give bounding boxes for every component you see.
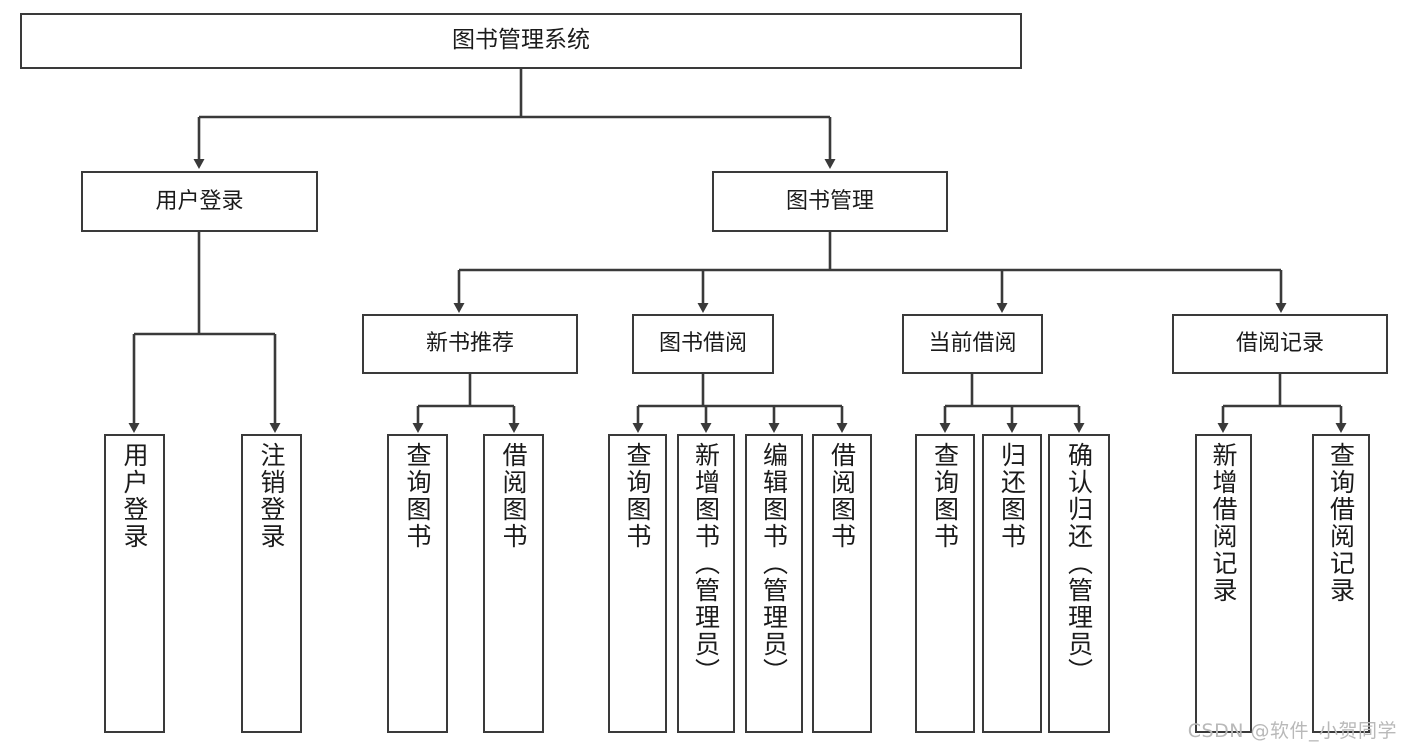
node-leaf-confirm-return-admin[interactable]: 确认归还（管理员） [1048,434,1110,733]
node-leaf-query-book-1[interactable]: 查询图书 [387,434,448,733]
node-root-book-management-system[interactable]: 图书管理系统 [20,13,1022,69]
node-leaf-add-borrow-record[interactable]: 新增借阅记录 [1195,434,1252,733]
node-label: 图书管理 [785,188,874,214]
node-label: 用户登录 [155,188,244,214]
node-label: 新增借阅记录 [1209,442,1238,604]
node-label: 借阅记录 [1235,331,1324,357]
node-label: 注销登录 [257,442,286,550]
node-leaf-query-book-3[interactable]: 查询图书 [915,434,975,733]
node-leaf-add-book-admin[interactable]: 新增图书（管理员） [677,434,735,733]
node-label: 图书管理系统 [452,27,590,54]
node-leaf-logout[interactable]: 注销登录 [241,434,302,733]
node-book-management[interactable]: 图书管理 [712,171,948,232]
node-new-book-recommendation[interactable]: 新书推荐 [362,314,578,374]
node-leaf-user-login[interactable]: 用户登录 [104,434,165,733]
node-leaf-borrow-book-1[interactable]: 借阅图书 [483,434,544,733]
node-current-borrowing[interactable]: 当前借阅 [902,314,1043,374]
node-label: 确认归还（管理员） [1064,442,1094,685]
node-label: 查询图书 [930,442,960,550]
node-label: 新书推荐 [425,331,514,357]
node-label: 借阅图书 [499,442,528,550]
node-label: 新增图书（管理员） [691,442,721,685]
node-label: 图书借阅 [658,331,747,357]
node-label: 用户登录 [120,442,149,550]
node-leaf-query-borrow-record[interactable]: 查询借阅记录 [1312,434,1370,733]
node-leaf-return-book[interactable]: 归还图书 [982,434,1042,733]
node-leaf-borrow-book-2[interactable]: 借阅图书 [812,434,872,733]
node-label: 查询图书 [403,442,432,550]
csdn-watermark: CSDN @软件_小贺同学 [1187,720,1397,742]
node-label: 查询图书 [623,442,652,550]
node-book-borrowing[interactable]: 图书借阅 [632,314,774,374]
node-leaf-edit-book-admin[interactable]: 编辑图书（管理员） [745,434,803,733]
node-label: 查询借阅记录 [1326,442,1356,604]
node-label: 归还图书 [997,442,1027,550]
node-borrowing-records[interactable]: 借阅记录 [1172,314,1388,374]
node-user-login[interactable]: 用户登录 [81,171,318,232]
node-leaf-query-book-2[interactable]: 查询图书 [608,434,667,733]
node-label: 借阅图书 [827,442,857,550]
node-label: 编辑图书（管理员） [759,442,789,685]
node-label: 当前借阅 [928,331,1017,357]
